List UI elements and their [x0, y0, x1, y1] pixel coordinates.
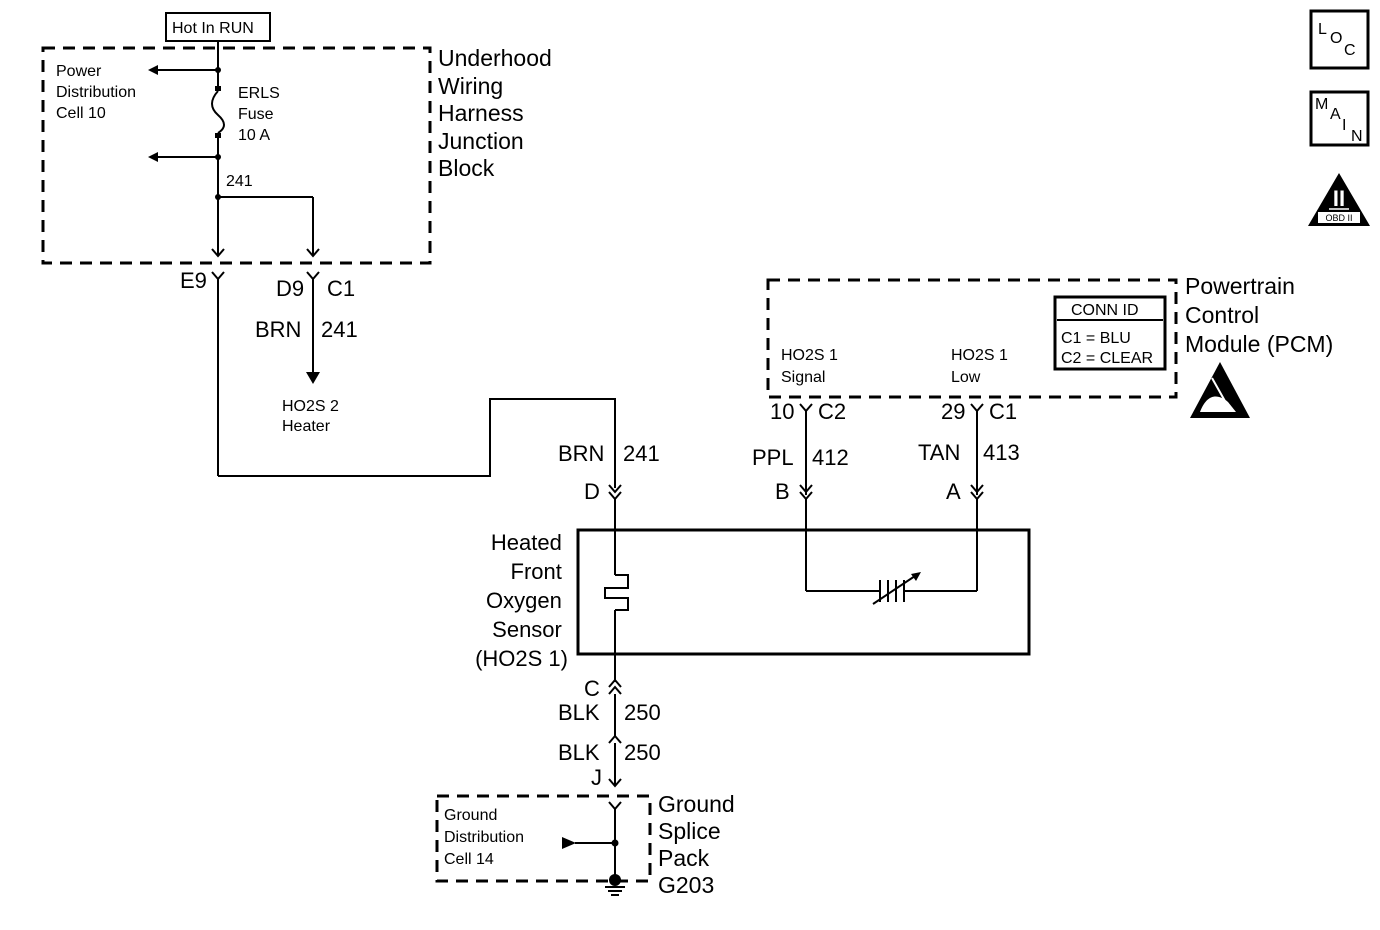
ho2s1-signal-label: HO2S 1 Signal: [781, 347, 842, 386]
pin-29-label: 29: [941, 399, 965, 424]
ground-splice-title: Ground Splice Pack G203: [658, 791, 741, 898]
c1-pcm-label: C1: [989, 399, 1017, 424]
ho2s1-low-label: HO2S 1 Low: [951, 347, 1012, 386]
ground-splice-block: [435, 794, 652, 883]
connector-a-label: A: [946, 479, 961, 504]
circuit-241-label: 241: [226, 173, 253, 190]
svg-text:A: A: [1330, 106, 1341, 123]
connector-e9: [211, 271, 225, 476]
wire-circuit-250-1: 250: [624, 700, 661, 725]
connector-c-label: C: [584, 676, 600, 701]
conn-id-title: CONN ID: [1071, 302, 1139, 319]
wire-color-blk-1: BLK: [558, 700, 600, 725]
svg-text:N: N: [1351, 128, 1363, 145]
e9-label: E9: [180, 268, 207, 293]
obd-ii-label: OBD II: [1325, 213, 1352, 223]
wire-e9-to-sensor: [218, 398, 616, 488]
pin-10-label: 10: [770, 399, 794, 424]
sensing-element-icon: [806, 572, 977, 605]
oxygen-sensor-box: [576, 528, 1031, 656]
svg-text:M: M: [1315, 96, 1328, 113]
underhood-title: Underhood Wiring Harness Junction Block: [438, 45, 558, 181]
heater-element-icon: [604, 574, 629, 682]
wire-color-tan: TAN: [918, 440, 960, 465]
pcm-title: Powertrain Control Module (PCM): [1185, 273, 1333, 357]
wire-color-ppl: PPL: [752, 445, 794, 470]
ground-splice-wiring: [562, 801, 622, 878]
svg-text:C: C: [1344, 42, 1356, 59]
ground-distribution-label: Ground Distribution Cell 14: [444, 807, 528, 868]
conn-id-box: [1053, 295, 1167, 371]
d9-label: D9: [276, 276, 304, 301]
power-distribution-label: Power Distribution Cell 10: [56, 63, 140, 122]
ho2s2-heater-label: HO2S 2 Heater: [282, 398, 343, 435]
pcm-pin-29: [970, 403, 984, 495]
wire-circuit-241-1: 241: [321, 317, 358, 342]
connector-c: [608, 678, 622, 788]
connector-j-label: J: [591, 765, 602, 790]
ground-symbol-icon: [605, 874, 625, 896]
loc-icon[interactable]: L O C: [1309, 9, 1370, 70]
connector-d-label: D: [584, 479, 600, 504]
main-icon[interactable]: M A I N: [1309, 90, 1370, 147]
sensor-title: Heated Front Oxygen Sensor (HO2S 1): [475, 530, 568, 671]
esd-warning-icon: [1190, 362, 1250, 418]
c1-top-label: C1: [327, 276, 355, 301]
connector-b-label: B: [775, 479, 790, 504]
conn-id-c2: C2 = CLEAR: [1061, 350, 1153, 367]
connector-b: [799, 484, 813, 591]
connector-a: [970, 484, 984, 591]
wire-circuit-412: 412: [812, 445, 849, 470]
svg-text:I: I: [1342, 117, 1346, 134]
erls-fuse-label: ERLS Fuse 10 A: [238, 85, 284, 144]
wire-color-brn-2: BRN: [558, 441, 604, 466]
svg-text:O: O: [1330, 30, 1342, 47]
wire-color-blk-2: BLK: [558, 740, 600, 765]
obd-ii-icon[interactable]: II OBD II: [1308, 173, 1370, 226]
connector-d9: [306, 271, 320, 384]
junction-internal-wiring: [148, 41, 320, 258]
c2-label: C2: [818, 399, 846, 424]
pcm-block: [766, 278, 1178, 399]
obd-ii-numeral: II: [1333, 186, 1345, 211]
underhood-junction-block: [41, 46, 432, 265]
svg-text:L: L: [1318, 21, 1327, 38]
connector-d: [608, 484, 622, 575]
conn-id-c1: C1 = BLU: [1061, 330, 1131, 347]
pcm-pin-10: [799, 403, 813, 495]
wire-circuit-250-2: 250: [624, 740, 661, 765]
wire-circuit-413: 413: [983, 440, 1020, 465]
hot-in-run-label: Hot In RUN: [172, 20, 254, 37]
wire-color-brn-1: BRN: [255, 317, 301, 342]
wire-circuit-241-2: 241: [623, 441, 660, 466]
